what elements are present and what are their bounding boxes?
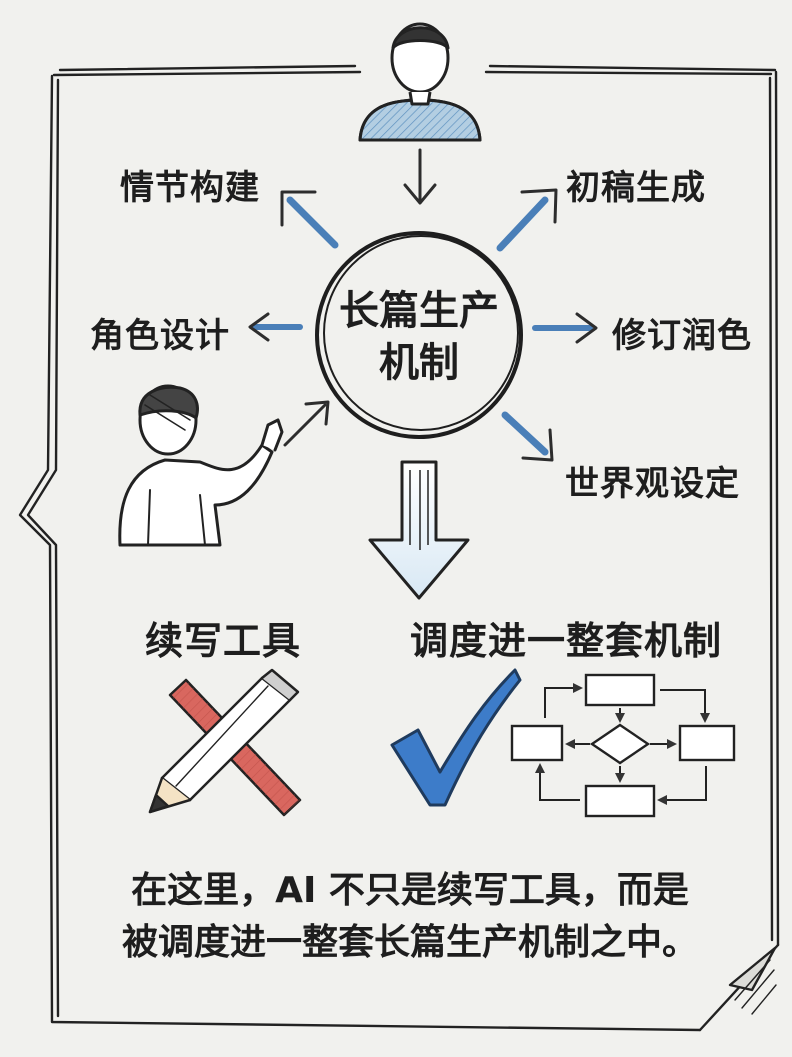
right-label: 调度进一整套机制 [410, 619, 723, 663]
person-icon [358, 22, 482, 142]
node-revision: 修订润色 [612, 316, 752, 356]
center-label-line2: 机制 [379, 340, 459, 386]
down-arrow-icon [368, 460, 470, 600]
check-icon [390, 668, 522, 807]
node-character: 角色设计 [90, 316, 230, 356]
flowchart-icon [510, 673, 736, 818]
caption: 在这里，AI 不只是续写工具，而是 被调度进一整套长篇生产机制之中。 [60, 865, 760, 969]
node-draft: 初稿生成 [566, 168, 706, 208]
pencil-icon [148, 668, 300, 814]
center-circle [315, 231, 523, 439]
center-label: 长篇生产 机制 [322, 285, 516, 389]
pointing-person-icon [118, 384, 284, 547]
wrong-label: 续写工具 [145, 619, 302, 663]
radial-arrows [248, 148, 598, 462]
caption-line1: 在这里，AI 不只是续写工具，而是 [131, 870, 689, 911]
center-label-line1: 长篇生产 [339, 288, 499, 334]
caption-line2: 被调度进一整套长篇生产机制之中。 [121, 922, 698, 963]
paper-frame [18, 64, 780, 1032]
node-plot: 情节构建 [120, 168, 260, 208]
node-worldbuilding: 世界观设定 [565, 464, 740, 504]
